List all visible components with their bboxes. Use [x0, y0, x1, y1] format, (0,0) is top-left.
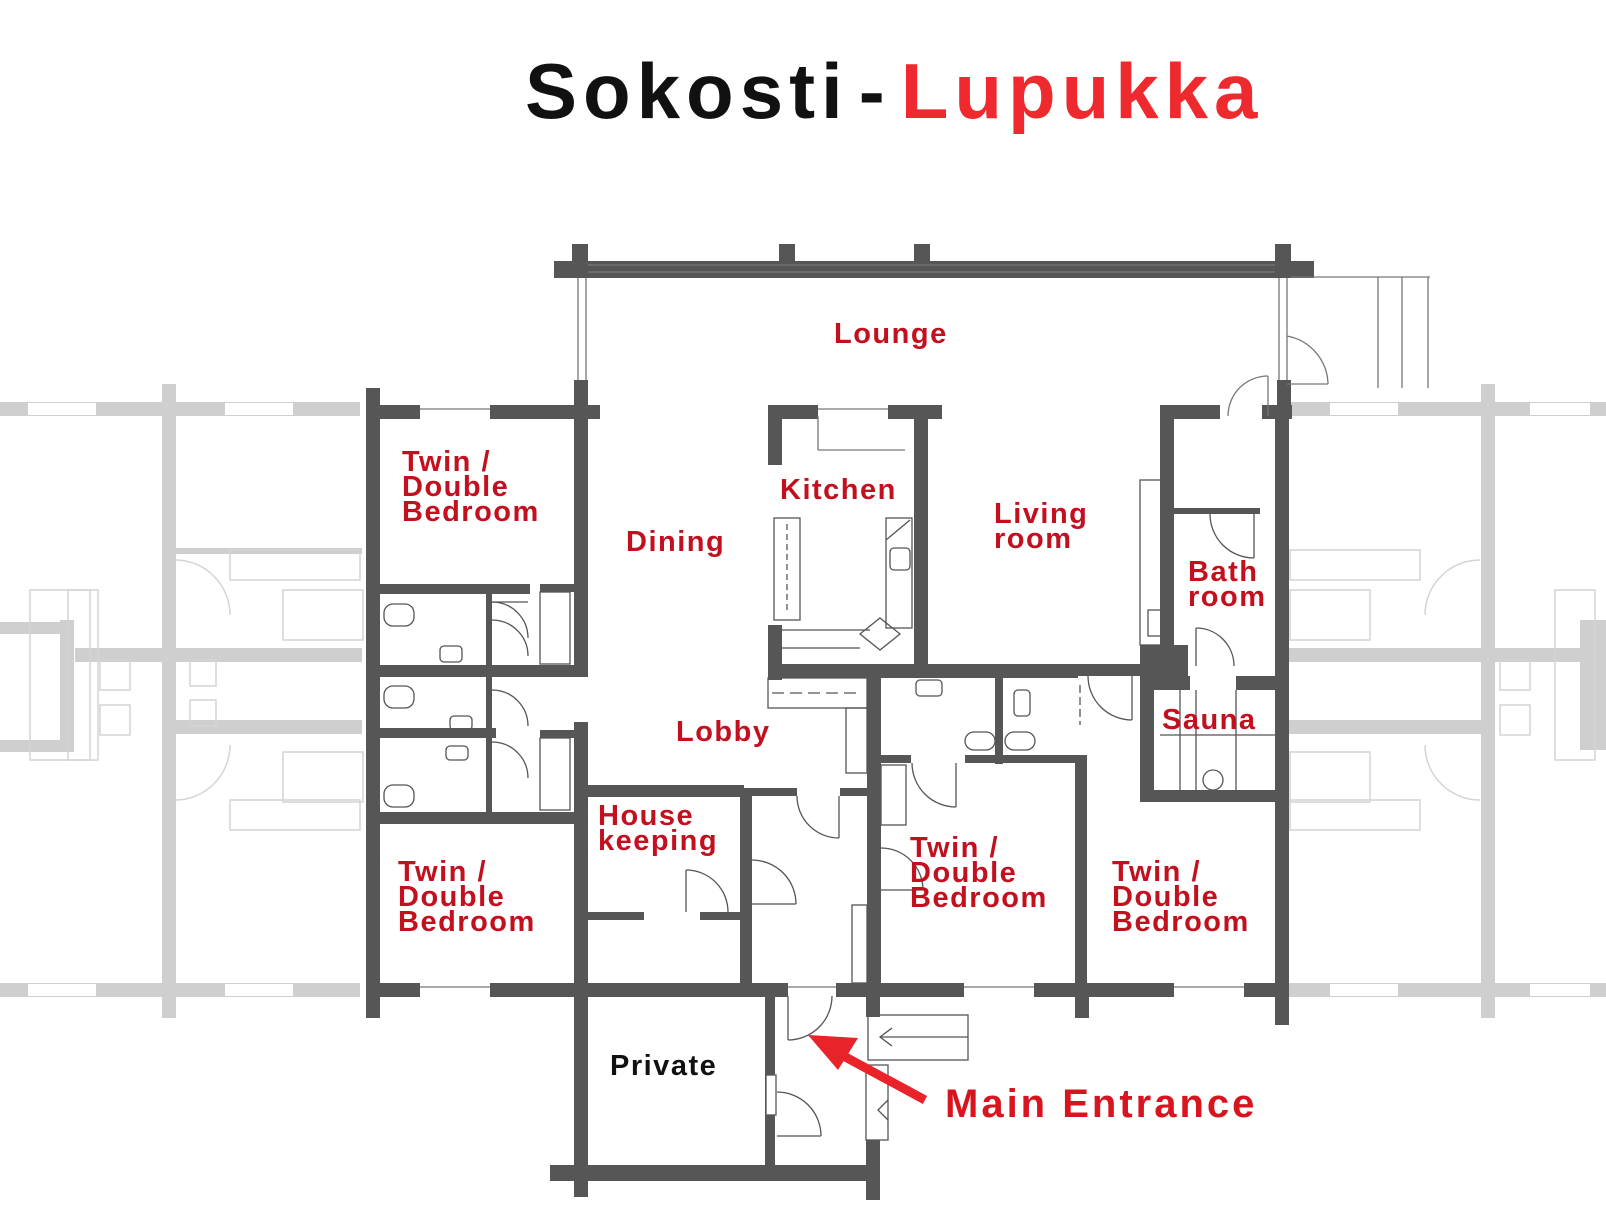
title-building-name: Lupukka [900, 47, 1264, 135]
room-label-bathroom: Bath room [1188, 556, 1267, 613]
title-hotel-name: Sokosti [525, 47, 849, 135]
neighbour-unit-left [0, 384, 362, 1018]
red-arrow-icon [808, 1035, 928, 1104]
room-label-bedroom-center: Twin / Double Bedroom [910, 832, 1048, 914]
room-label-lobby: Lobby [676, 716, 771, 748]
title-separator: - [858, 47, 891, 135]
room-label-bedroom-east: Twin / Double Bedroom [1112, 856, 1250, 938]
room-label-bedroom-sw: Twin / Double Bedroom [398, 856, 536, 938]
plan-title: Sokosti-Lupukka [525, 52, 1263, 130]
neighbour-unit-right [1285, 384, 1606, 1018]
main-entrance-label: Main Entrance [945, 1082, 1258, 1126]
room-label-private: Private [610, 1050, 718, 1082]
room-label-dining: Dining [626, 526, 726, 558]
room-label-lounge: Lounge [834, 318, 948, 350]
room-label-living-room: Living room [994, 498, 1089, 555]
room-label-kitchen: Kitchen [780, 474, 897, 506]
room-label-housekeeping: House keeping [598, 800, 719, 857]
room-label-sauna: Sauna [1162, 704, 1257, 736]
room-label-bedroom-nw: Twin / Double Bedroom [402, 446, 540, 528]
